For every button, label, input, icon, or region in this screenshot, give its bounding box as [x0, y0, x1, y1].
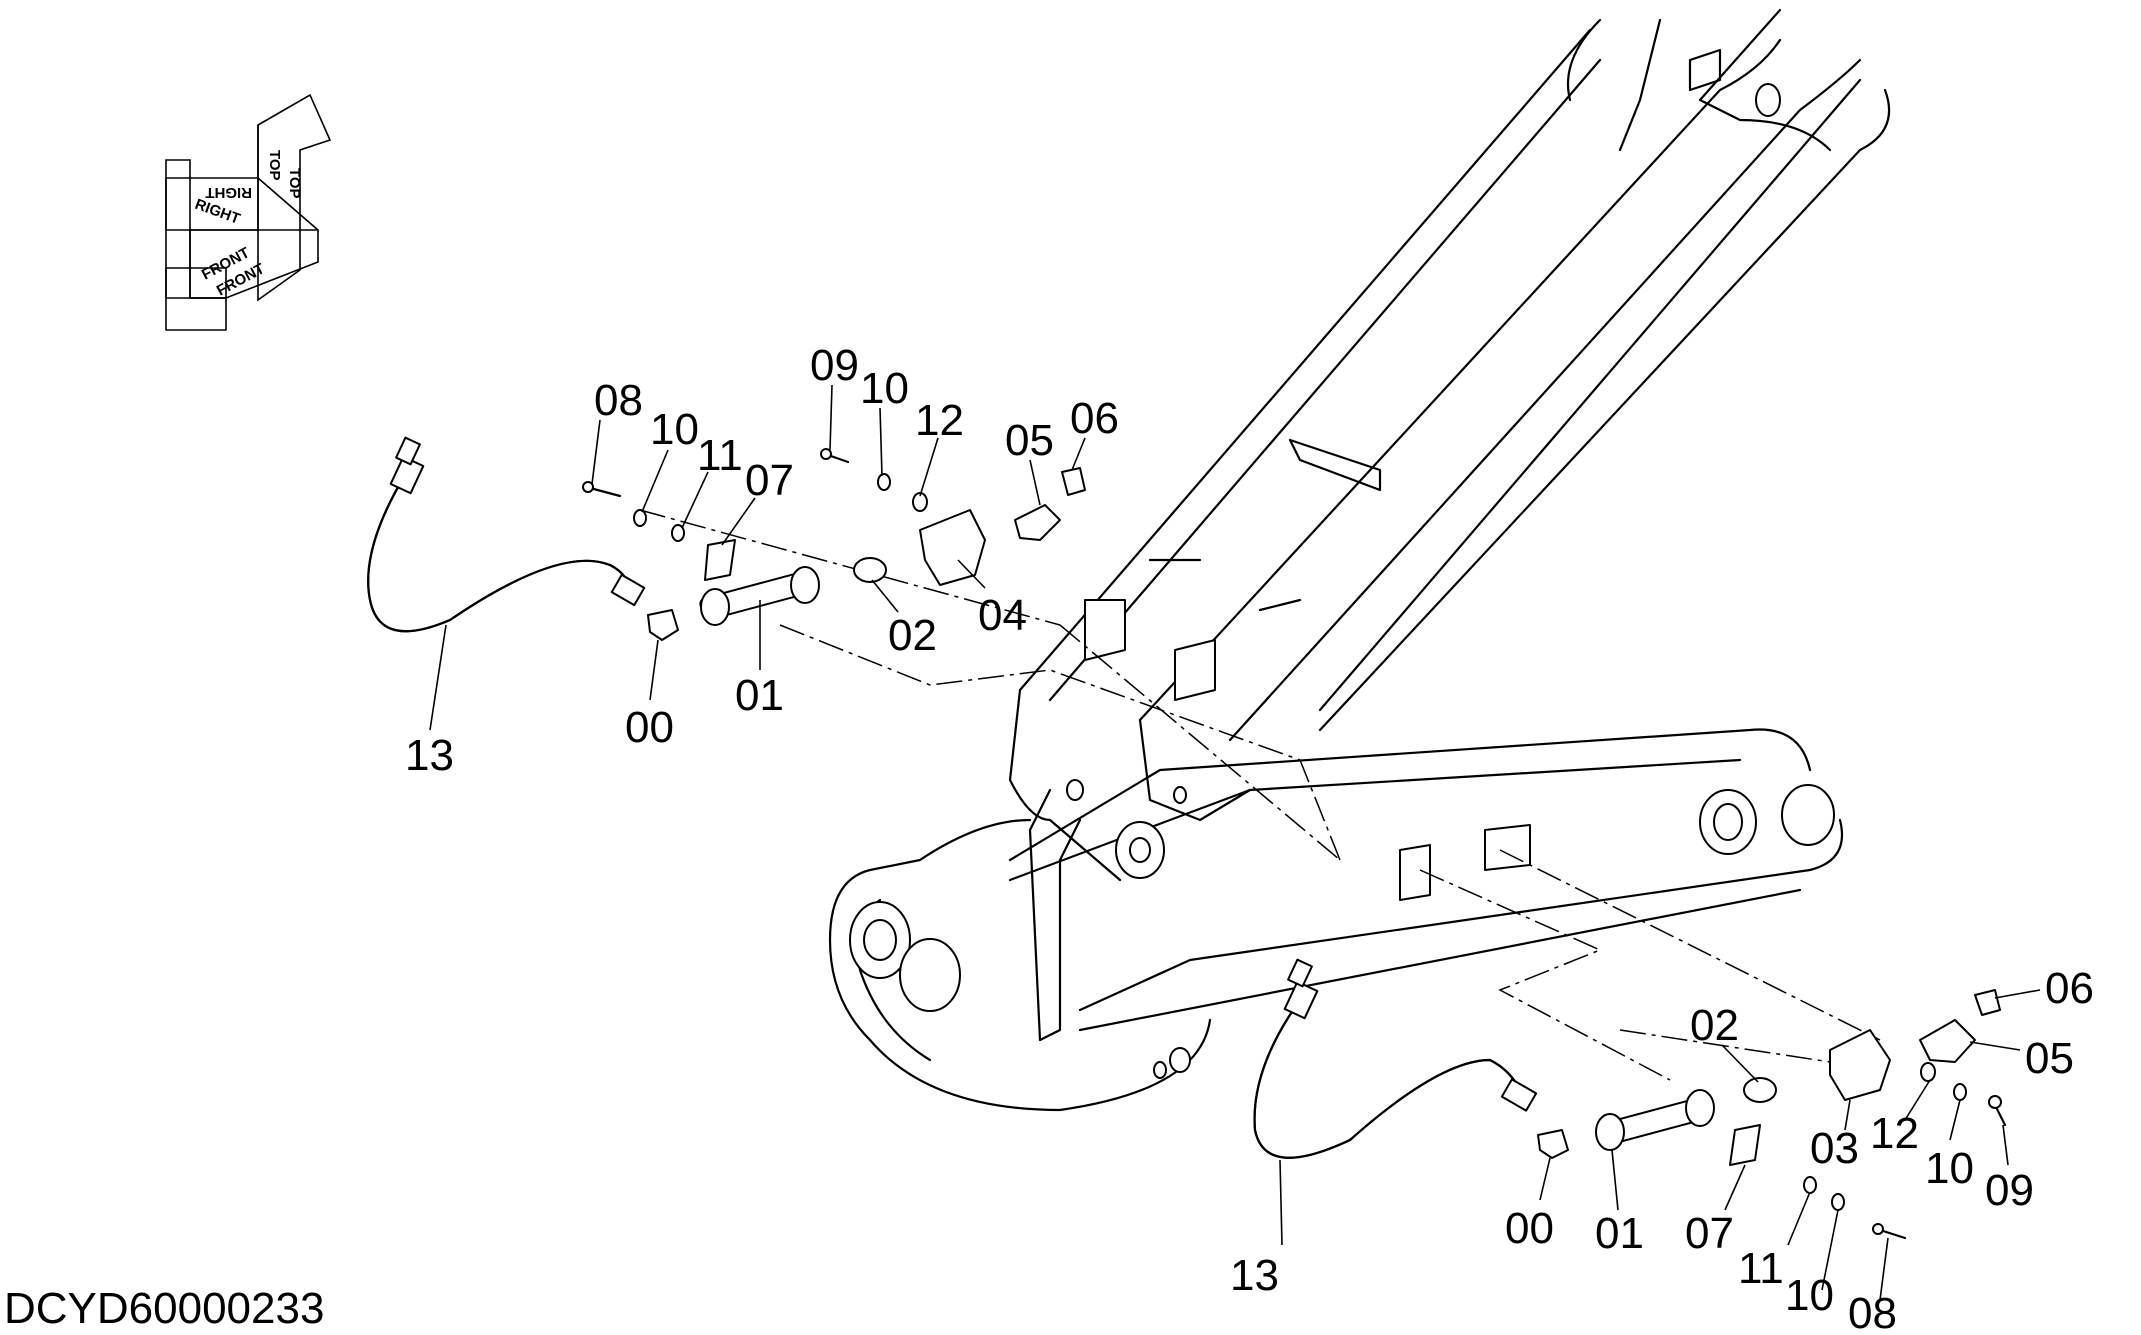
callout-upper-02: 02 [888, 611, 937, 660]
callout-lower-07: 07 [1685, 1209, 1734, 1258]
callout-upper-07: 07 [745, 456, 794, 505]
elbow-05-lower [1919, 1019, 1976, 1063]
nipple-02-lower [1743, 1077, 1777, 1103]
callout-upper-11: 11 [697, 431, 743, 480]
callout-lower-11: 11 [1738, 1244, 1784, 1293]
callout-lower-05: 05 [2025, 1034, 2074, 1083]
cap-06-lower [1974, 989, 2001, 1016]
upper-assembly [367, 436, 1086, 641]
hose-13-lower [1253, 998, 1522, 1159]
callout-lower-09: 09 [1985, 1166, 2034, 1215]
callout-lower-02: 02 [1690, 1001, 1739, 1050]
dir-label-top-2: TOP [286, 168, 303, 199]
callout-upper-13: 13 [405, 731, 454, 780]
callout-upper-08: 08 [594, 376, 643, 425]
callout-lower-10b: 10 [1785, 1271, 1834, 1320]
dir-label-right-1: RIGHT [205, 184, 252, 201]
callout-upper-12: 12 [915, 396, 964, 445]
callout-lower-10a: 10 [1925, 1144, 1974, 1193]
callout-upper-01: 01 [735, 671, 784, 720]
callout-lower-08: 08 [1848, 1289, 1897, 1335]
callout-upper-09: 09 [810, 341, 859, 390]
boom-arm-structure [828, 8, 1891, 1112]
cap-06-upper [1061, 467, 1086, 496]
callout-lower-01: 01 [1595, 1209, 1644, 1258]
block-03 [1829, 1029, 1891, 1101]
dir-label-top-1: TOP [266, 150, 283, 181]
leader-lines [429, 384, 2041, 1301]
block-04 [919, 509, 986, 586]
callout-upper-05: 05 [1005, 416, 1054, 465]
fitting-00-upper [647, 609, 679, 641]
callout-lower-06: 06 [2045, 964, 2094, 1013]
callout-upper-04: 04 [978, 591, 1027, 640]
orientation-indicator: TOP TOP RIGHT RIGHT FRONT FRONT [165, 93, 332, 331]
clamp-07-upper [704, 539, 736, 581]
callout-upper-10a: 10 [650, 405, 699, 454]
assembly-centerlines [639, 509, 1881, 1081]
elbow-05-upper [1014, 504, 1061, 541]
clamp-07-lower [1729, 1124, 1761, 1166]
callout-lower-12: 12 [1870, 1109, 1919, 1158]
fitting-00-lower [1537, 1129, 1569, 1159]
callout-lower-13: 13 [1230, 1251, 1279, 1300]
callouts-lower: 06 05 02 12 03 10 09 00 01 07 11 10 08 1… [1230, 964, 2094, 1335]
callouts-upper: 08 10 11 07 09 10 12 05 06 02 04 01 00 1… [405, 341, 1119, 780]
document-code: DCYD60000233 [4, 1284, 325, 1333]
lower-assembly [1253, 958, 2007, 1240]
callout-lower-00: 00 [1505, 1204, 1554, 1253]
callout-upper-06: 06 [1070, 394, 1119, 443]
callout-upper-00: 00 [625, 703, 674, 752]
callout-lower-03: 03 [1810, 1124, 1859, 1173]
nipple-02-upper [853, 557, 887, 583]
hose-13-upper [367, 473, 632, 633]
callout-upper-10b: 10 [860, 364, 909, 413]
